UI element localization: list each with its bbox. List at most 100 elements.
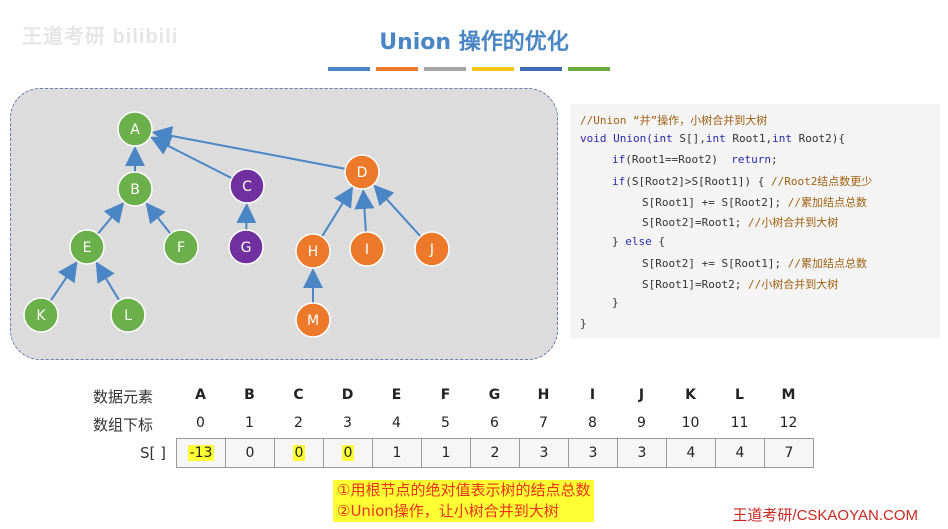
code-line-if-equal: if(Root1==Root2) return;: [612, 153, 778, 166]
tree-edge: [145, 202, 172, 235]
tree-node-l: L: [110, 297, 146, 333]
color-stripe: [568, 67, 610, 71]
color-stripes: [328, 67, 610, 71]
array-index-label: 10: [681, 415, 700, 431]
notes-box: ①用根节点的绝对值表示树的结点总数 ②Union操作，让小树合并到大树: [333, 480, 595, 522]
footer-brand: 王道考研/CSKAOYAN.COM: [732, 507, 918, 524]
tree-edge: [49, 261, 78, 302]
array-index-label: 11: [730, 415, 749, 431]
svg-text:F: F: [177, 240, 185, 256]
array-element-label: K: [685, 387, 696, 403]
s-array-cell: 7: [764, 438, 814, 468]
watermark: 王道考研 bilibili: [22, 26, 179, 48]
s-array-cell: 4: [666, 438, 716, 468]
array-index-label: 2: [294, 415, 303, 431]
array-index-label: 6: [490, 415, 499, 431]
code-line-if-compare: if(S[Root2]>S[Root1]) { //Root2结点数更少: [612, 175, 873, 188]
array-index-label: 3: [343, 415, 352, 431]
array-index-label: 8: [588, 415, 597, 431]
array-element-label: H: [537, 387, 550, 403]
row-label-s: S[ ]: [140, 444, 166, 462]
color-stripe: [472, 67, 514, 71]
tree-node-h: H: [295, 233, 331, 269]
svg-text:M: M: [307, 313, 319, 329]
tree-node-m: M: [295, 302, 331, 338]
tree-edge: [97, 202, 125, 235]
tree-node-a: A: [117, 111, 153, 147]
code-line-comment: //Union “并”操作，小树合并到大树: [580, 114, 768, 127]
tree-node-g: G: [228, 229, 264, 265]
code-line-merge-2: S[Root1]=Root2; //小树合并到大树: [642, 278, 839, 291]
array-element-label: C: [293, 387, 304, 403]
note-line-1: ①用根节点的绝对值表示树的结点总数: [337, 481, 591, 499]
array-element-label: A: [195, 387, 206, 403]
array-index-label: 7: [539, 415, 548, 431]
code-line-signature: void Union(int S[],int Root1,int Root2){: [580, 132, 845, 145]
row-label-indices: 数组下标: [93, 416, 154, 434]
tree-edge: [95, 261, 121, 301]
tree-node-f: F: [163, 229, 199, 265]
tree-node-k: K: [23, 297, 59, 333]
tree-edge: [150, 136, 233, 180]
array-element-label: B: [244, 387, 255, 403]
svg-text:C: C: [242, 179, 252, 195]
svg-text:G: G: [241, 240, 252, 256]
array-index-label: 9: [637, 415, 646, 431]
note-line-2: ②Union操作，让小树合并到大树: [337, 502, 559, 520]
tree-node-i: I: [349, 231, 385, 267]
svg-text:D: D: [357, 165, 368, 181]
tree-node-c: C: [229, 168, 265, 204]
s-array-cell: 1: [421, 438, 471, 468]
array-index-label: 5: [441, 415, 450, 431]
array-element-label: M: [781, 387, 796, 403]
array-element-label: D: [341, 387, 354, 403]
array-element-label: G: [488, 387, 501, 403]
color-stripe: [424, 67, 466, 71]
s-array-cell: 3: [568, 438, 618, 468]
color-stripe: [328, 67, 370, 71]
svg-text:J: J: [429, 242, 434, 258]
svg-text:I: I: [365, 242, 369, 258]
array-index-label: 1: [245, 415, 254, 431]
tree-panel: [10, 88, 558, 360]
code-line-merge-1: S[Root2]=Root1; //小树合并到大树: [642, 216, 839, 229]
svg-text:A: A: [130, 122, 140, 138]
array-element-label: J: [638, 387, 645, 403]
tree-edge: [373, 184, 422, 238]
code-line-accumulate-1: S[Root1] += S[Root2]; //累加结点总数: [642, 196, 867, 209]
tree-edge: [151, 126, 346, 170]
code-line-else: } else {: [612, 235, 665, 248]
s-array-cell: 3: [617, 438, 667, 468]
s-array-cell: 4: [715, 438, 765, 468]
code-block: //Union “并”操作，小树合并到大树 void Union(int S[]…: [570, 104, 940, 338]
svg-text:L: L: [124, 308, 132, 324]
array-index-label: 4: [392, 415, 401, 431]
tree-node-b: B: [117, 171, 153, 207]
row-label-elements: 数据元素: [93, 388, 154, 406]
array-index-label: 12: [779, 415, 798, 431]
color-stripe: [520, 67, 562, 71]
array-index-label: 0: [196, 415, 205, 431]
svg-text:E: E: [83, 240, 92, 256]
array-element-label: I: [589, 387, 596, 403]
s-array-cell: 1: [372, 438, 422, 468]
s-array-cell: -13: [176, 438, 226, 468]
array-element-label: F: [440, 387, 451, 403]
s-array-cell: 3: [519, 438, 569, 468]
array-element-label: E: [391, 387, 402, 403]
slide-title: Union 操作的优化: [379, 30, 569, 55]
tree-node-d: D: [344, 154, 380, 190]
code-line-close-inner: }: [612, 296, 619, 309]
color-stripe: [376, 67, 418, 71]
svg-text:B: B: [130, 182, 140, 198]
svg-text:H: H: [308, 244, 319, 260]
s-array-cell: 2: [470, 438, 520, 468]
array-element-label: L: [735, 387, 744, 403]
tree-node-e: E: [69, 229, 105, 265]
tree-node-j: J: [414, 231, 450, 267]
s-array-cell: 0: [323, 438, 373, 468]
code-line-accumulate-2: S[Root2] += S[Root1]; //累加结点总数: [642, 257, 867, 270]
svg-text:K: K: [36, 308, 46, 324]
s-array-cell: 0: [225, 438, 275, 468]
